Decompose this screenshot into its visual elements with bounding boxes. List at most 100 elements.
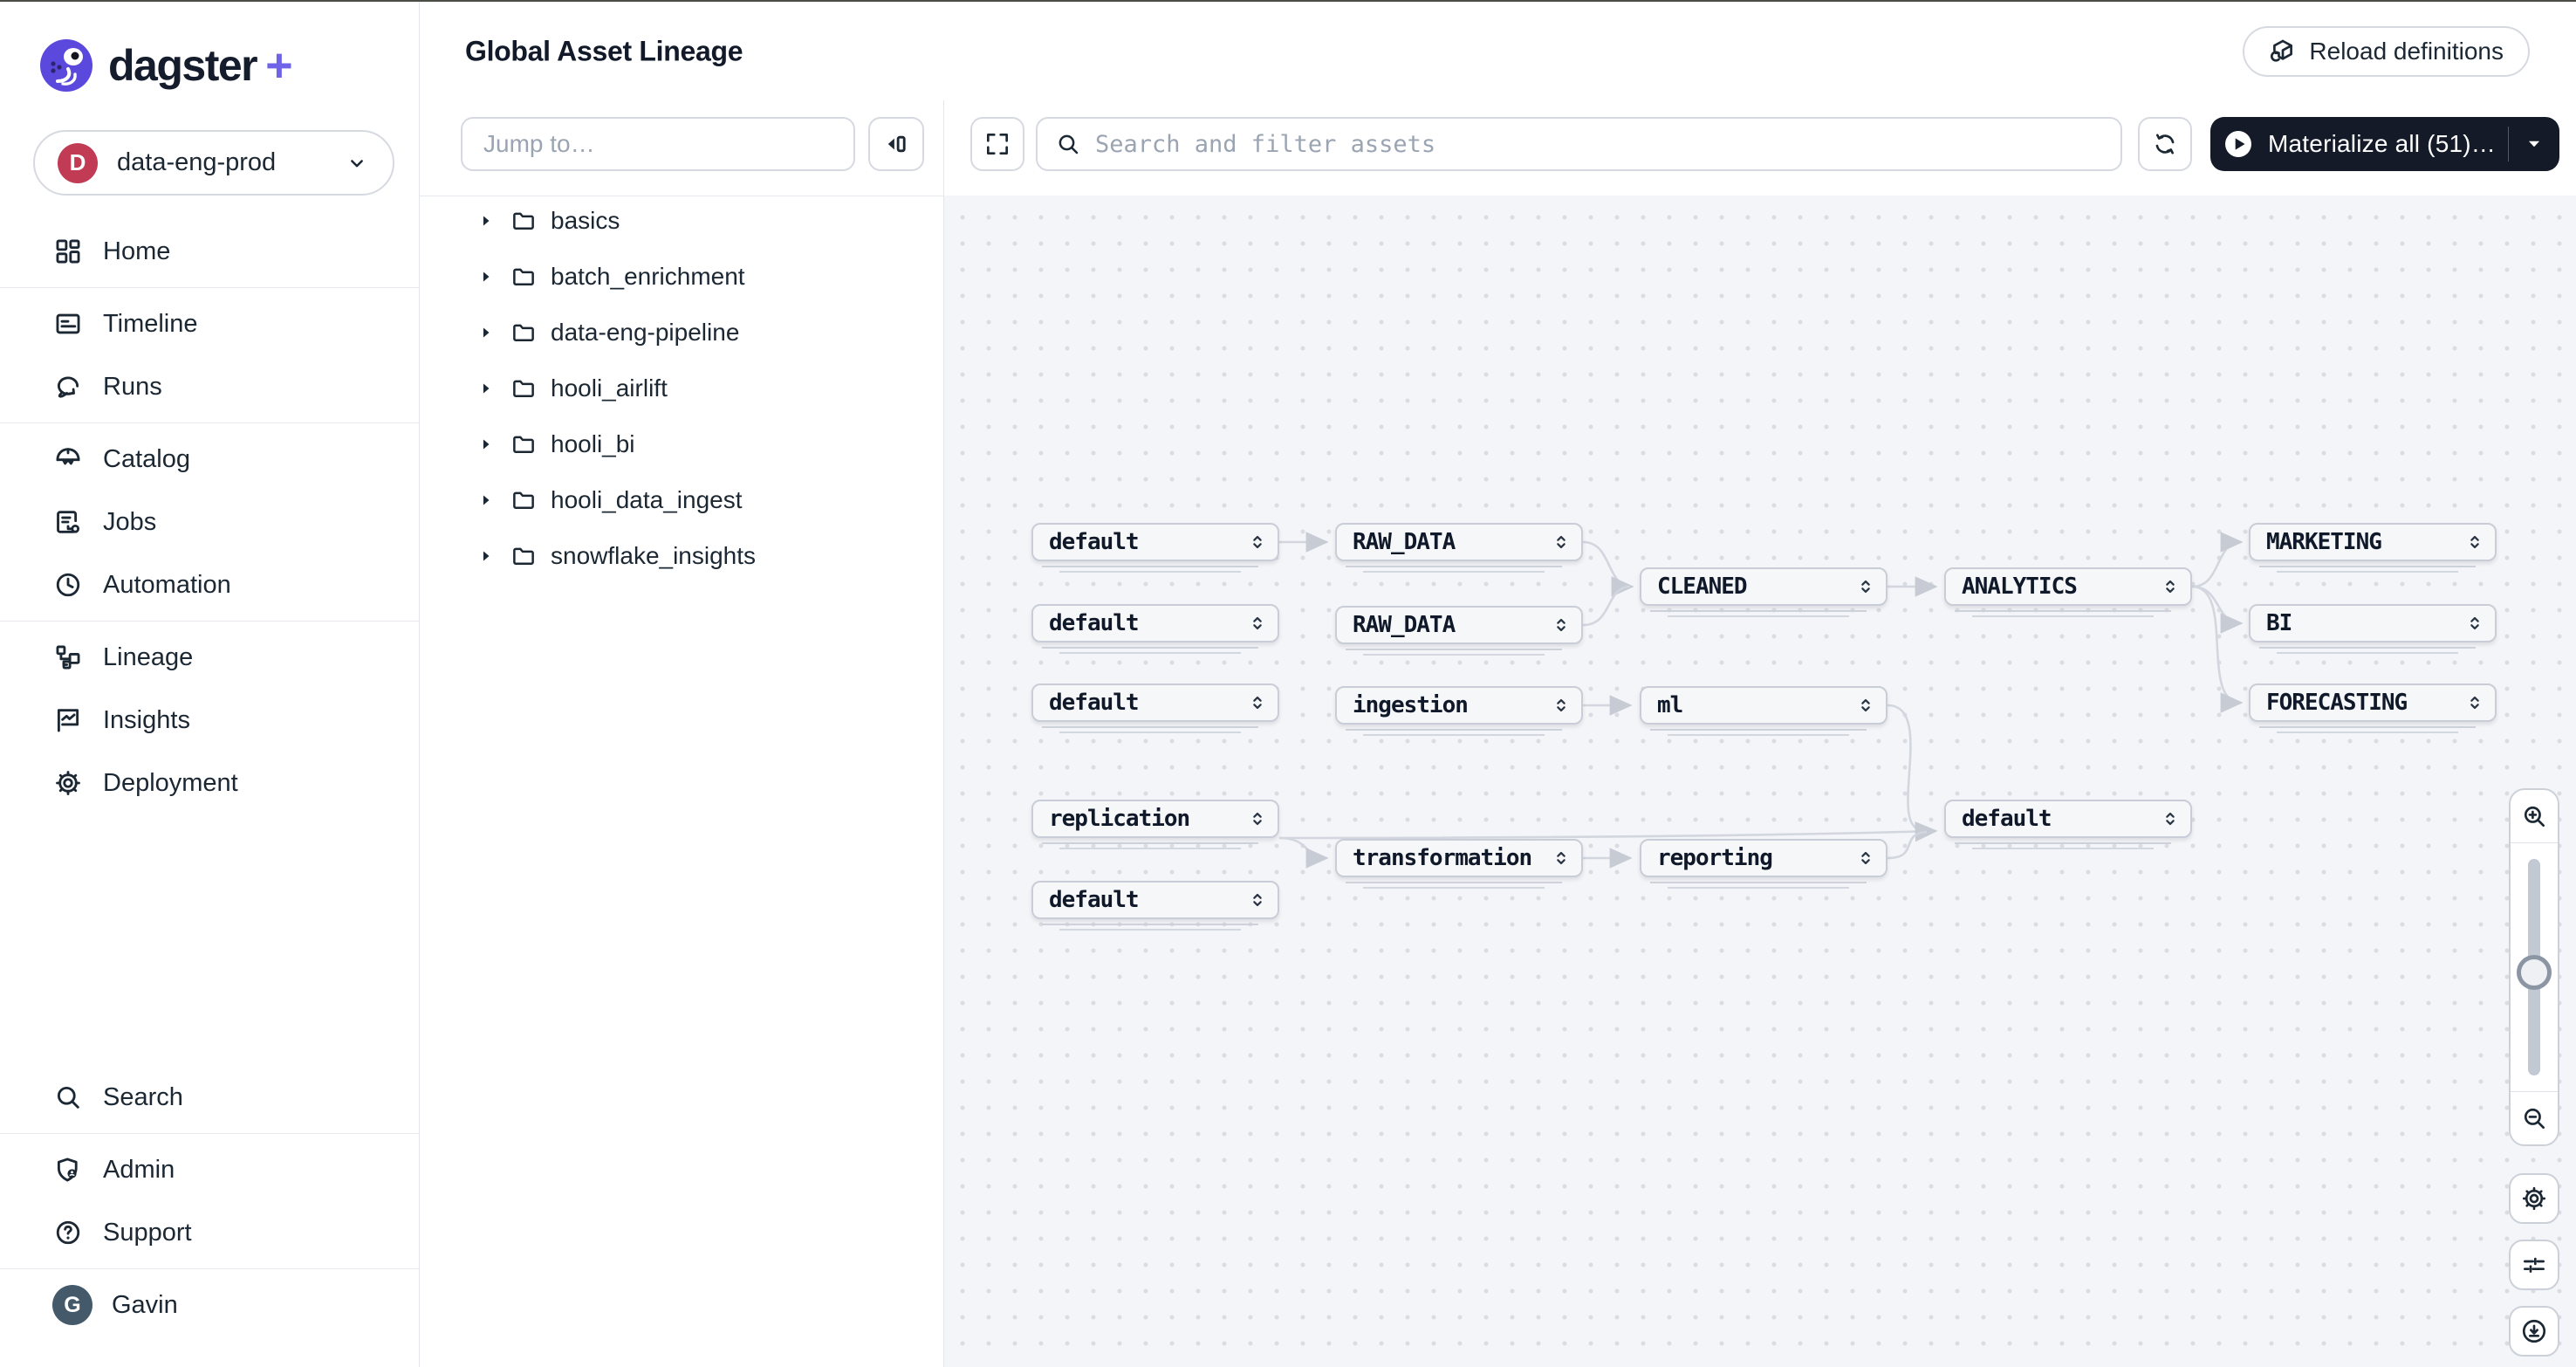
sidebar-item-jobs[interactable]: Jobs [0,491,419,553]
plus-badge: + [265,39,293,92]
zoom-slider-handle[interactable] [2517,955,2552,990]
graph-filters-button[interactable] [2509,1240,2559,1290]
jump-to-input[interactable] [461,117,855,171]
unfold-icon[interactable] [1248,693,1267,712]
support-icon [52,1217,84,1248]
fullscreen-button[interactable] [970,117,1024,171]
lineage-edge-ml-to-default-4 [1887,704,1924,832]
materialize-all-button[interactable]: Materialize all (51)… [2210,117,2508,171]
lineage-edge-replication-to-transformation [1278,836,1329,869]
materialize-all-label: Materialize all (51)… [2268,130,2496,157]
unfold-icon[interactable] [1552,532,1571,552]
unfold-icon[interactable] [2161,809,2180,828]
unfold-icon[interactable] [1856,577,1875,596]
collapse-panel-button[interactable] [868,117,924,171]
search-icon [52,1082,84,1113]
tree-item-data-eng-pipeline[interactable]: data-eng-pipeline [420,305,943,361]
materialize-dropdown-button[interactable] [2509,117,2559,171]
asset-search-bar[interactable] [1036,117,2122,171]
materialize-all-split-button: Materialize all (51)… [2210,117,2559,171]
tree-item-label: hooli_airlift [551,374,668,402]
lineage-icon [52,642,84,673]
sidebar-item-timeline[interactable]: Timeline [0,292,419,355]
unfold-icon[interactable] [1248,614,1267,633]
tree-item-hooli-data-ingest[interactable]: hooli_data_ingest [420,472,943,528]
divider [2508,127,2509,161]
unfold-icon[interactable] [2161,577,2180,596]
unfold-icon[interactable] [1552,615,1571,635]
unfold-icon[interactable] [1552,696,1571,715]
lineage-edge-raw-data-2-to-cleaned [1582,585,1631,627]
home-icon [52,236,84,267]
refresh-button[interactable] [2138,117,2192,171]
tree-item-hooli-airlift[interactable]: hooli_airlift [420,361,943,416]
asset-node-default-4[interactable]: default [1944,800,2192,849]
zoom-slider[interactable] [2511,843,2558,1091]
unfold-icon[interactable] [1248,890,1267,910]
unfold-icon[interactable] [2465,532,2484,552]
asset-node-transformation[interactable]: transformation [1335,839,1583,889]
reload-definitions-button[interactable]: Reload definitions [2243,26,2530,77]
caret-right-icon[interactable] [477,324,495,341]
sidebar-item-admin[interactable]: Admin [0,1138,419,1201]
unfold-icon[interactable] [1856,848,1875,868]
asset-node-cleaned[interactable]: CLEANED [1640,567,1887,617]
zoom-out-button[interactable] [2511,1092,2558,1144]
sidebar-item-deployment[interactable]: Deployment [0,752,419,814]
tree-item-label: batch_enrichment [551,263,745,290]
asset-node-marketing[interactable]: MARKETING [2249,523,2497,573]
caret-right-icon[interactable] [477,491,495,509]
sidebar-item-catalog[interactable]: Catalog [0,428,419,491]
sidebar-item-automation[interactable]: Automation [0,553,419,616]
asset-node-replication[interactable]: replication [1031,800,1279,849]
asset-node-ingestion[interactable]: ingestion [1335,686,1583,736]
sidebar-item-insights[interactable]: Insights [0,689,419,752]
download-graph-button[interactable] [2509,1306,2559,1357]
asset-node-reporting[interactable]: reporting [1640,839,1887,889]
sidebar-item-label: Home [103,237,171,265]
caret-right-icon[interactable] [477,268,495,285]
unfold-icon[interactable] [1248,532,1267,552]
sidebar-item-home[interactable]: Home [0,220,419,283]
workspace-selector[interactable]: D data-eng-prod [33,130,394,196]
asset-search-input[interactable] [1093,129,2103,159]
unfold-icon[interactable] [1856,696,1875,715]
asset-node-bi[interactable]: BI [2249,604,2497,654]
unfold-icon[interactable] [2465,693,2484,712]
asset-node-default-2[interactable]: default [1031,604,1279,654]
asset-node-raw-data-2[interactable]: RAW_DATA [1335,606,1583,656]
tree-item-snowflake-insights[interactable]: snowflake_insights [420,528,943,584]
graph-settings-button[interactable] [2509,1173,2559,1224]
sidebar-user-menu[interactable]: G Gavin [0,1274,419,1336]
asset-node-forecasting[interactable]: FORECASTING [2249,684,2497,733]
unfold-icon[interactable] [1552,848,1571,868]
graph-toolbar: Materialize all (51)… [944,100,2576,196]
tree-item-hooli-bi[interactable]: hooli_bi [420,416,943,472]
divider [2511,842,2558,843]
asset-node-ml[interactable]: ml [1640,686,1887,736]
asset-node-default-5[interactable]: default [1031,881,1279,931]
brand-logo[interactable]: dagster + [38,35,293,96]
zoom-in-button[interactable] [2511,790,2558,842]
caret-right-icon[interactable] [477,380,495,397]
caret-right-icon[interactable] [477,212,495,230]
sidebar-item-lineage[interactable]: Lineage [0,626,419,689]
sidebar-item-search[interactable]: Search [0,1066,419,1129]
sidebar-item-label: Timeline [103,309,198,338]
asset-node-raw-data-1[interactable]: RAW_DATA [1335,523,1583,573]
tree-item-batch-enrichment[interactable]: batch_enrichment [420,249,943,305]
caret-right-icon[interactable] [477,547,495,565]
asset-node-default-1[interactable]: default [1031,523,1279,573]
asset-node-default-3[interactable]: default [1031,684,1279,733]
sidebar-item-support[interactable]: Support [0,1201,419,1264]
sidebar-item-label: Search [103,1082,183,1111]
caret-right-icon[interactable] [477,436,495,453]
asset-node-analytics[interactable]: ANALYTICS [1944,567,2192,617]
sidebar-item-runs[interactable]: Runs [0,355,419,418]
tree-item-basics[interactable]: basics [420,193,943,249]
deployment-gear-icon [52,767,84,799]
unfold-icon[interactable] [2465,614,2484,633]
unfold-icon[interactable] [1248,809,1267,828]
